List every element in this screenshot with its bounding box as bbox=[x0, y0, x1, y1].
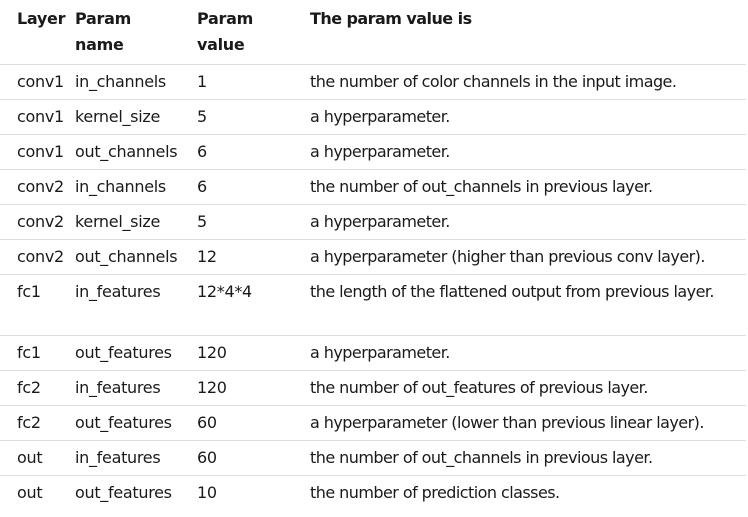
cell-param-name: kernel_size bbox=[58, 99, 180, 135]
cell-layer: conv2 bbox=[0, 204, 64, 240]
table-header: Layer Param name Param value The param v… bbox=[0, 0, 746, 65]
cell-layer: fc1 bbox=[0, 335, 58, 371]
cell-description: the number of color channels in the inpu… bbox=[293, 64, 746, 100]
cell-param-value: 5 bbox=[180, 99, 293, 135]
cell-param-name: out_features bbox=[58, 335, 180, 371]
cell-param-name: in_channels bbox=[58, 169, 180, 205]
cell-layer: conv1 bbox=[0, 134, 64, 170]
cell-layer: out bbox=[0, 475, 58, 510]
header-row: Layer Param name Param value The param v… bbox=[0, 0, 746, 65]
header-param-description: The param value is bbox=[310, 9, 472, 28]
cell-param-name: in_channels bbox=[58, 64, 180, 100]
cell-param-name: kernel_size bbox=[58, 204, 180, 240]
table-row: conv1 out_channels 6 a hyperparameter. bbox=[0, 134, 746, 170]
cell-description: the number of prediction classes. bbox=[293, 475, 746, 510]
cell-description: the length of the flattened output from … bbox=[293, 274, 746, 336]
cell-description: the number of out_channels in previous l… bbox=[293, 440, 746, 476]
cell-layer: conv1 bbox=[0, 64, 64, 100]
header-param-value: Param value bbox=[197, 9, 253, 54]
table-row: out out_features 10 the number of predic… bbox=[0, 475, 746, 510]
cell-layer: fc2 bbox=[0, 405, 58, 441]
header-param-name: Param name bbox=[75, 9, 131, 54]
table-row: fc2 in_features 120 the number of out_fe… bbox=[0, 370, 746, 406]
cell-param-value: 12*4*4 bbox=[180, 274, 293, 336]
cell-layer: out bbox=[0, 440, 58, 476]
cell-param-value: 60 bbox=[180, 440, 293, 476]
cell-description: a hyperparameter. bbox=[293, 99, 746, 135]
cell-param-value: 120 bbox=[180, 370, 293, 406]
cell-description: a hyperparameter. bbox=[293, 335, 746, 371]
cell-description: a hyperparameter (lower than previous li… bbox=[293, 405, 746, 441]
cell-param-value: 10 bbox=[180, 475, 293, 510]
cell-description: a hyperparameter. bbox=[293, 204, 746, 240]
cell-param-value: 60 bbox=[180, 405, 293, 441]
table-row: conv2 kernel_size 5 a hyperparameter. bbox=[0, 204, 746, 240]
cell-param-name: out_features bbox=[58, 405, 180, 441]
table-row: conv1 kernel_size 5 a hyperparameter. bbox=[0, 99, 746, 135]
cell-param-name: out_features bbox=[58, 475, 180, 510]
cell-param-name: out_channels bbox=[58, 134, 180, 170]
cell-param-name: in_features bbox=[58, 370, 180, 406]
cell-param-value: 1 bbox=[180, 64, 293, 100]
table-row: fc1 out_features 120 a hyperparameter. bbox=[0, 335, 746, 371]
cell-layer: conv2 bbox=[0, 239, 64, 275]
cell-layer: fc1 bbox=[0, 274, 58, 336]
cell-description: a hyperparameter. bbox=[293, 134, 746, 170]
cell-param-name: in_features bbox=[58, 440, 180, 476]
cell-param-value: 120 bbox=[180, 335, 293, 371]
table-row: fc2 out_features 60 a hyperparameter (lo… bbox=[0, 405, 746, 441]
table-row: fc1 in_features 12*4*4 the length of the… bbox=[0, 274, 746, 336]
cell-description: a hyperparameter (higher than previous c… bbox=[293, 239, 746, 275]
cell-description: the number of out_features of previous l… bbox=[293, 370, 746, 406]
cell-param-name: out_channels bbox=[58, 239, 180, 275]
table-body: conv1 in_channels 1 the number of color … bbox=[0, 64, 746, 510]
cell-description: the number of out_channels in previous l… bbox=[293, 169, 746, 205]
cell-param-value: 5 bbox=[180, 204, 293, 240]
cell-layer: conv1 bbox=[0, 99, 64, 135]
table-row: conv2 out_channels 12 a hyperparameter (… bbox=[0, 239, 746, 275]
header-layer: Layer bbox=[17, 9, 66, 28]
cell-param-value: 6 bbox=[180, 169, 293, 205]
table-row: conv2 in_channels 6 the number of out_ch… bbox=[0, 169, 746, 205]
table-row: out in_features 60 the number of out_cha… bbox=[0, 440, 746, 476]
cell-param-value: 6 bbox=[180, 134, 293, 170]
cell-layer: fc2 bbox=[0, 370, 58, 406]
table-row: conv1 in_channels 1 the number of color … bbox=[0, 64, 746, 100]
cell-param-value: 12 bbox=[180, 239, 293, 275]
cell-layer: conv2 bbox=[0, 169, 64, 205]
cell-param-name: in_features bbox=[58, 274, 180, 336]
